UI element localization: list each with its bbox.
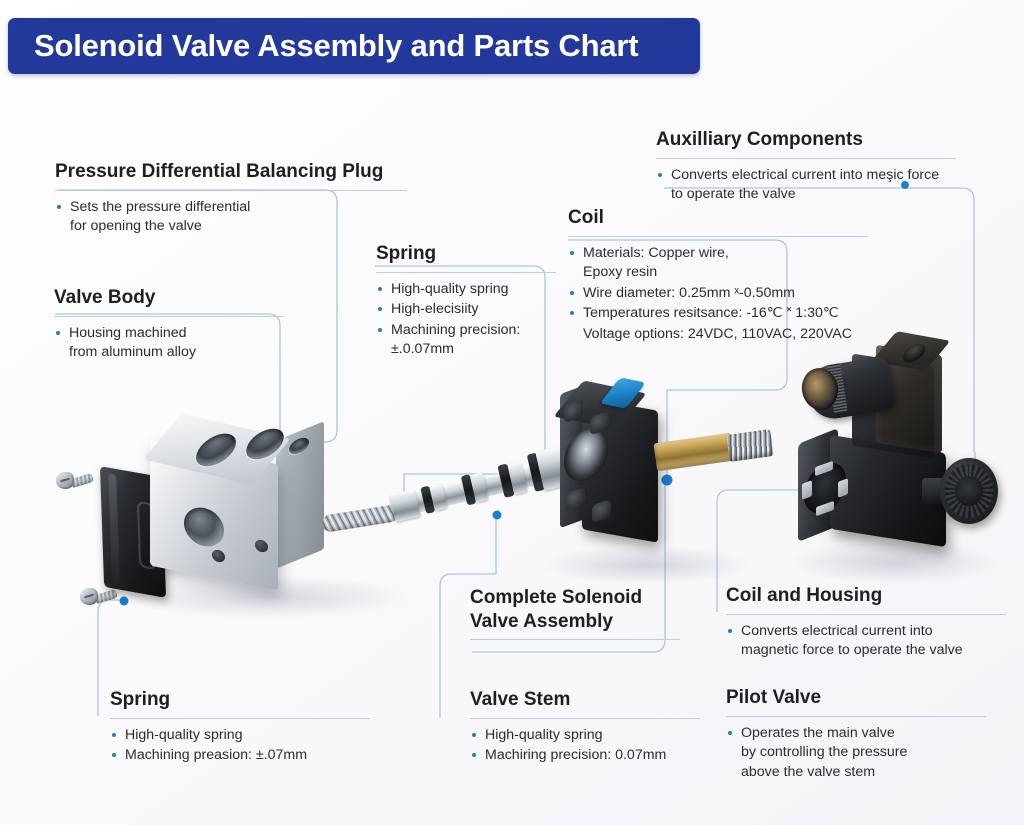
title-rule (568, 235, 868, 237)
valve-stem-with-o-rings (386, 443, 577, 552)
annotation-bullets: Housing machined from aluminum alloy (54, 324, 284, 363)
armature-threaded-end (726, 429, 774, 462)
annotation-bullets: Sets the pressure differential for openi… (55, 198, 407, 237)
screw-head (80, 588, 98, 605)
annotation-title: Valve Body (54, 287, 156, 308)
title-rule (54, 315, 284, 317)
annotation-complete-solenoid-valve-assembly: Complete Solenoid Valve Assembly (470, 586, 680, 647)
annotation-valve-body: Valve Body Housing machined from aluminu… (54, 286, 284, 364)
title-rule (55, 189, 407, 191)
cable-gland-nut (940, 458, 998, 524)
solenoid-coil-block (553, 377, 790, 562)
annotation-coil-and-housing: Coil and Housing Converts electrical cur… (726, 584, 1006, 662)
list-item: High-quality spring (110, 726, 370, 746)
list-item: High-quality spring (376, 280, 556, 300)
annotation-valve-stem: Valve Stem High-quality spring Machiring… (470, 688, 700, 767)
screw-head (56, 472, 74, 489)
annotation-bullets: High-quality spring High-elecisiity Mach… (376, 280, 556, 360)
compression-spring (321, 504, 399, 533)
list-item: Converts electrical current into magneti… (726, 622, 1006, 661)
annotation-bullets: Operates the main valve by controlling t… (726, 724, 986, 783)
title-rule (726, 613, 1006, 615)
list-item: Temperatures resitsance: -16℃ ˟ 1:30℃ (568, 304, 868, 324)
page-title-banner: Solenoid Valve Assembly and Parts Chart (8, 18, 700, 74)
annotation-title: Valve Stem (470, 689, 571, 710)
aluminum-valve-body (143, 413, 325, 591)
title-rule (376, 271, 556, 273)
title-rule (656, 157, 956, 159)
annotation-spring-top: Spring High-quality spring High-elecisii… (376, 242, 556, 361)
list-item: High-quality spring (470, 726, 700, 746)
annotation-pressure-differential-balancing-plug: Pressure Differential Balancing Plug Set… (55, 160, 407, 238)
title-rule (470, 717, 700, 719)
annotation-coil: Coil Materials: Copper wire, Epoxy resin… (568, 206, 868, 346)
annotation-title: Coil and Housing (726, 585, 883, 606)
ground-shadow-mid (540, 545, 750, 585)
title-rule (726, 715, 986, 717)
annotation-title: Auxilliary Components (656, 129, 863, 150)
list-item: Machiring precision: 0.07mm (470, 746, 700, 766)
list-item-continuation: Voltage options: 24VDC, 110VAC, 220VAC (583, 325, 852, 342)
list-item: Operates the main valve by controlling t… (726, 724, 986, 783)
annotation-bullets: Materials: Copper wire, Epoxy resin Wire… (568, 244, 868, 345)
annotation-bullets: Converts electrical current into magneti… (726, 622, 1006, 661)
brass-armature-tube (653, 432, 735, 472)
annotation-title: Spring (110, 689, 171, 710)
list-item: Materials: Copper wire, Epoxy resin (568, 244, 868, 283)
ground-shadow-right (790, 540, 1000, 584)
complete-solenoid-valve-assembly (790, 331, 1020, 570)
annotation-bullets: High-quality spring Machining preasion: … (110, 726, 370, 766)
annotation-title: Coil (568, 207, 604, 228)
annotation-title: Pilot Valve (726, 687, 822, 708)
list-item: Wire diameter: 0.25mm ˣ-0.50mm (568, 284, 868, 304)
annotation-pilot-valve: Pilot Valve Operates the main valve by c… (726, 686, 986, 783)
list-item: Converts electrical current into meşic f… (656, 166, 956, 205)
list-item: Machining precision: ±.0.07mm (376, 321, 556, 360)
page-title: Solenoid Valve Assembly and Parts Chart (34, 28, 639, 63)
list-item: Housing machined from aluminum alloy (54, 324, 284, 363)
annotation-spring-bottom: Spring High-quality spring Machining pre… (110, 688, 370, 767)
annotation-bullets: High-quality spring Machiring precision:… (470, 726, 700, 766)
list-item: Sets the pressure differential for openi… (55, 198, 407, 237)
annotation-title: Spring (376, 243, 437, 264)
title-rule (110, 717, 370, 719)
title-rule (470, 639, 680, 641)
annotation-title: Complete Solenoid Valve Assembly (470, 587, 643, 632)
list-item: Machining preasion: ±.07mm (110, 746, 370, 766)
annotation-title: Pressure Differential Balancing Plug (55, 161, 384, 182)
annotation-auxiliary-components: Auxilliary Components Converts electrica… (656, 128, 956, 206)
list-item: High-elecisiity (376, 300, 556, 320)
annotation-bullets: Converts electrical current into meşic f… (656, 166, 956, 205)
